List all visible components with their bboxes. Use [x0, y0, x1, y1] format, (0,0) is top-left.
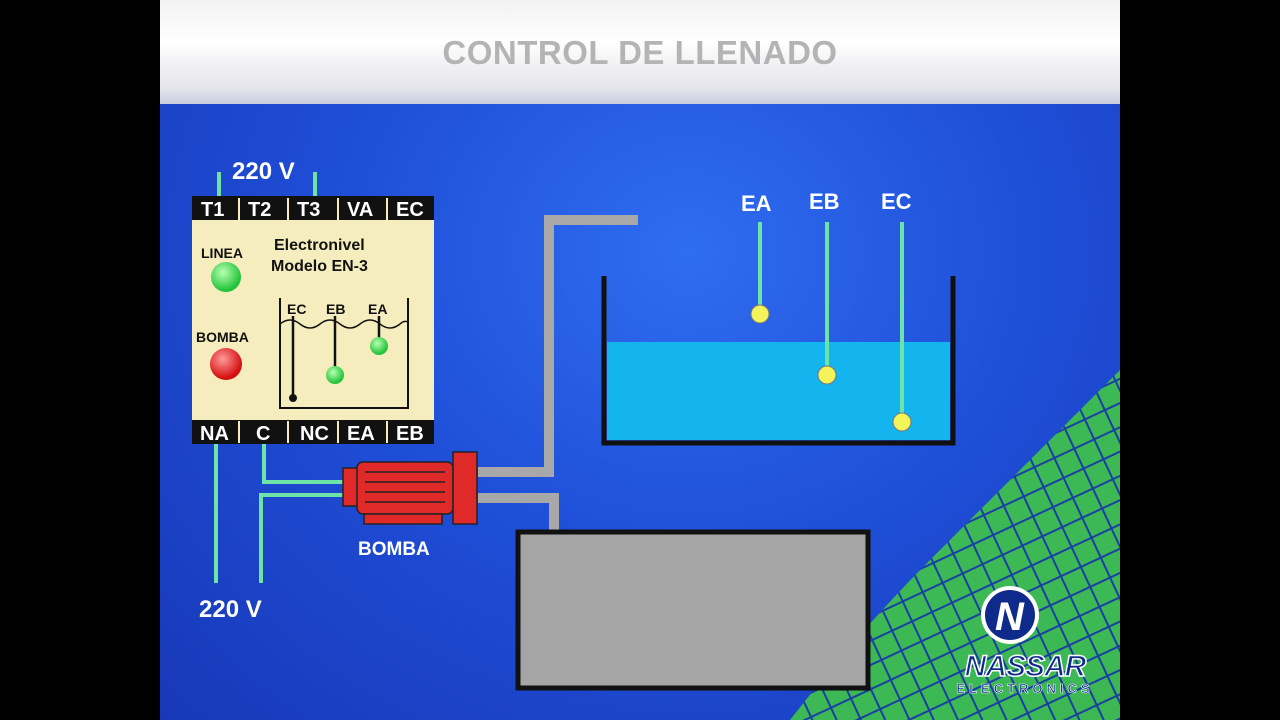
controller-name-line2: Modelo EN-3 [271, 258, 368, 275]
linea-label: LINEA [201, 245, 243, 261]
pipes [478, 215, 638, 530]
nassar-logo-mark: N [981, 586, 1039, 644]
pump-label: BOMBA [358, 539, 430, 560]
terminal-t3: T3 [297, 199, 320, 221]
output-wires [214, 444, 345, 583]
mini-label-ec: EC [287, 301, 306, 317]
title-bar: CONTROL DE LLENADO [160, 0, 1120, 104]
terminal-va: VA [347, 199, 373, 221]
supply-label-bottom: 220 V [199, 596, 262, 623]
decorative-grid [790, 370, 1120, 720]
page-title: CONTROL DE LLENADO [442, 34, 838, 71]
electrode-ec-tip [892, 412, 912, 432]
terminal-t2: T2 [248, 199, 271, 221]
supply-label-top: 220 V [232, 158, 295, 185]
electrode-ea-tip [750, 304, 770, 324]
nassar-logo-text: NASSAR [964, 649, 1087, 684]
bomba-label-controller: BOMBA [196, 329, 249, 345]
filling-control-diagram: 220 V T1 T2 T3 VA EC NA C NC EA EB [192, 158, 1120, 720]
supply-wires-top [217, 172, 317, 196]
nassar-logo-subtext: ELECTRONICS [956, 681, 1094, 697]
mini-label-ea: EA [368, 301, 387, 317]
mini-eb-led [326, 366, 344, 384]
pump [342, 451, 478, 525]
linea-led [211, 262, 241, 292]
electrode-label-ea: EA [741, 191, 772, 216]
bomba-led [210, 348, 242, 380]
controller-name-line1: Electronivel [274, 237, 365, 254]
electrodes [758, 222, 904, 415]
terminal-ea: EA [347, 423, 375, 445]
electrode-label-eb: EB [809, 189, 840, 214]
mini-ea-led [370, 337, 388, 355]
terminal-ec: EC [396, 199, 424, 221]
mini-tank-schematic: EC EB EA [279, 298, 409, 409]
electrode-eb-tip [817, 365, 837, 385]
slide: CONTROL DE LLENADO 220 V [160, 0, 1120, 720]
logo-mark-letter: N [995, 595, 1025, 639]
terminal-c: C [256, 423, 270, 445]
terminal-eb: EB [396, 423, 424, 445]
lower-cistern [515, 529, 871, 691]
mini-label-eb: EB [326, 301, 345, 317]
terminal-t1: T1 [201, 199, 224, 221]
terminal-nc: NC [300, 423, 329, 445]
controller-box: T1 T2 T3 VA EC NA C NC EA EB Electronive… [192, 196, 434, 445]
terminal-na: NA [200, 423, 229, 445]
electrode-label-ec: EC [881, 189, 912, 214]
